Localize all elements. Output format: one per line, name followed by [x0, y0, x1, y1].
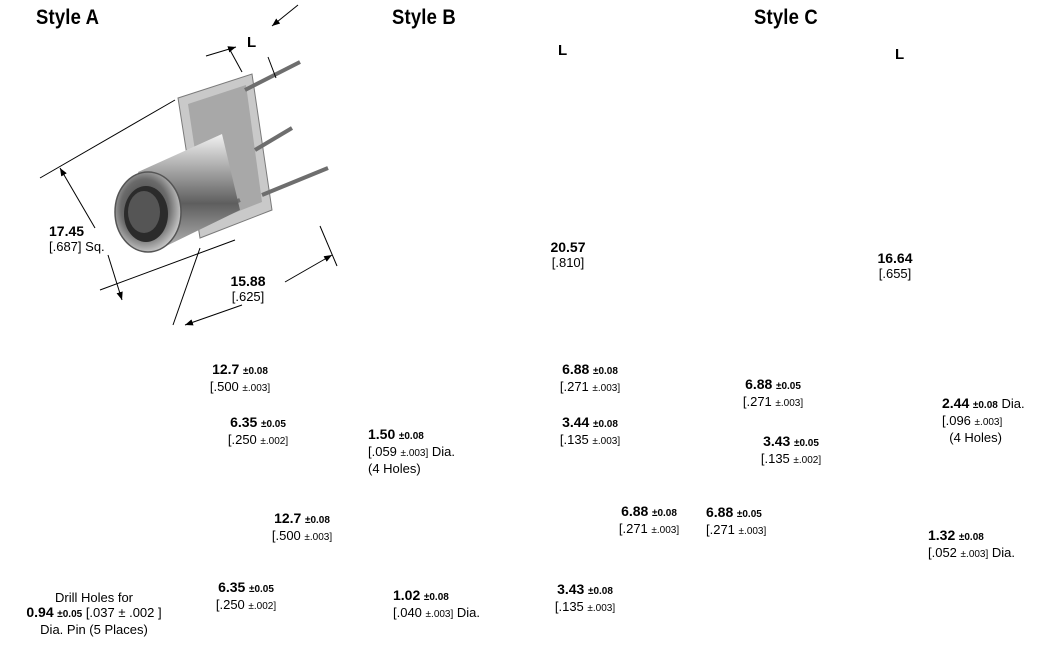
style-c-length-label: L — [895, 46, 905, 63]
style-a-connector-photo — [114, 60, 329, 253]
style-a-dim-square: 17.45 [.687] Sq. — [49, 223, 105, 255]
style-b-length-label: L — [558, 42, 568, 59]
fa-dim-12-7-h: 12.7 ±0.08 [.500 ±.003] — [209, 361, 271, 395]
style-c-title: Style C — [754, 6, 818, 29]
fa-dim-12-7-v: 12.7 ±0.08 [.500 ±.003] — [271, 510, 333, 544]
style-a-dimensions — [39, 4, 338, 326]
fa-dim-6-35-h: 6.35 ±0.05 [.250 ±.002] — [227, 414, 289, 448]
fa-drill-hole-note: Drill Holes for 0.94 ±0.05 [.037 ± .002 … — [26, 590, 162, 637]
style-a-title: Style A — [36, 6, 100, 29]
fc-dim-1-32-dia: 1.32 ±0.08 [.052 ±.003] Dia. — [928, 527, 1016, 561]
style-b-dim-length: 20.57 [.810] — [550, 239, 586, 271]
fc-dim-3-43-h: 3.43 ±0.05 [.135 ±.002] — [760, 433, 822, 467]
fb-dim-3-44-h: 3.44 ±0.08 [.135 ±.003] — [559, 414, 621, 448]
fc-dim-2-44-dia: 2.44 ±0.08 Dia. [.096 ±.003] (4 Holes) — [942, 395, 1025, 446]
fb-dim-3-43-v: 3.43 ±0.08 [.135 ±.003] — [554, 581, 616, 615]
style-a-dim-width: 15.88 [.625] — [230, 273, 266, 305]
fb-dim-6-88-h: 6.88 ±0.08 [.271 ±.003] — [559, 361, 621, 395]
fb-dim-1-50-dia: 1.50 ±0.08 [.059 ±.003] Dia. (4 Holes) — [368, 426, 456, 477]
fc-dim-6-88-v: 6.88 ±0.05 [.271 ±.003] — [706, 504, 767, 538]
fb-dim-6-88-v: 6.88 ±0.08 [.271 ±.003] — [618, 503, 680, 537]
fb-dim-1-02-dia: 1.02 ±0.08 [.040 ±.003] Dia. — [393, 587, 481, 621]
style-b-title: Style B — [392, 6, 456, 29]
style-a-length-label: L — [247, 34, 257, 51]
fa-dim-6-35-v: 6.35 ±0.05 [.250 ±.002] — [215, 579, 277, 613]
fc-dim-6-88-h: 6.88 ±0.05 [.271 ±.003] — [742, 376, 804, 410]
style-c-dim-length: 16.64 [.655] — [877, 250, 913, 282]
